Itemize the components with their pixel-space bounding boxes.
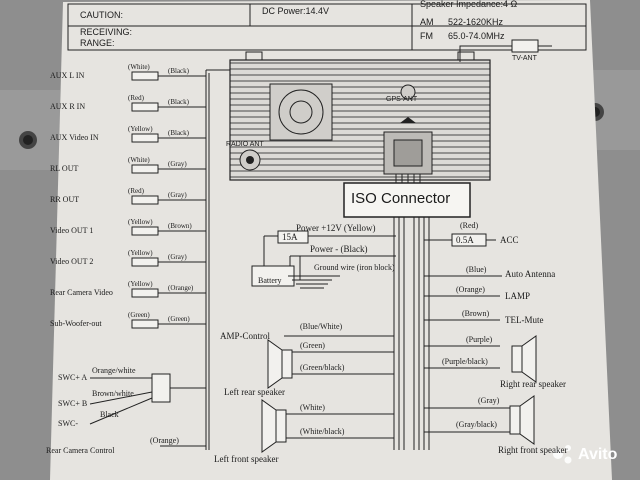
connector-name: AUX L IN [50,71,85,80]
swc-a-label: SWC+ A [58,373,88,382]
rca-plug [131,71,159,81]
iso-connector-box [343,182,471,218]
rca-plug [131,195,159,205]
amp-control-wire: (Blue/White) [300,322,343,331]
left-rear-plus-wire: (Green) [300,341,325,350]
connector-shield-color: (Gray) [168,191,187,199]
rca-plug [131,257,159,267]
rca-plug [131,133,159,143]
connector-name: RR OUT [50,195,80,204]
acc-fuse: 0.5A [456,235,474,245]
connector-shield-color: (Brown) [168,222,192,230]
connector-wire-color: (Yellow) [128,249,153,257]
connector-name: Video OUT 1 [50,226,94,235]
am-label: AM [420,17,434,27]
connector-wire-color: (White) [128,63,150,71]
connector-wire-color: (Green) [128,311,150,319]
power-12v-label: Power +12V (Yellow) [296,223,376,233]
amp-control-label: AMP-Control [220,331,271,341]
connector-wire-color: (Red) [128,187,144,195]
rca-connectors [131,71,206,329]
left-rear-minus-wire: (Green/black) [300,363,345,372]
left-front-speaker-label: Left front speaker [214,454,279,464]
left-front-minus-wire: (White/black) [300,427,345,436]
connector-name: RL OUT [50,164,79,173]
caution-label: CAUTION: [80,10,124,20]
speaker-impedance-label: Speaker Impedance:4 Ω [420,0,518,9]
acc-label: ACC [500,235,519,245]
tv-antenna-lead [459,39,552,62]
connector-name: Video OUT 2 [50,257,94,266]
connector-shield-color: (Gray) [168,253,187,261]
connector-name: Rear Camera Video [50,288,113,297]
fm-label: FM [420,31,433,41]
rear-camera-control-wire: (Orange) [150,436,179,445]
right-rear-plus-wire: (Purple) [466,335,493,344]
rca-plug [131,102,159,112]
fm-range: 65.0-74.0MHz [448,31,505,41]
swc-b-label: SWC+ B [58,399,88,408]
right-front-minus-wire: (Gray/black) [456,420,497,429]
right-rear-speaker-label: Right rear speaker [500,379,566,389]
swc-wiring [89,373,206,447]
rca-plug [131,288,159,298]
power-wiring [251,230,396,289]
rca-plug [131,164,159,174]
iso-connector-label: ISO Connector [351,190,451,207]
connector-shield-color: (Black) [168,98,189,106]
left-front-plus-wire: (White) [300,403,325,412]
radio-ant-label: RADIO ANT [226,141,264,148]
speakers [261,335,537,453]
connector-shield-color: (Black) [168,129,189,137]
power-minus-label: Power - (Black) [310,244,368,254]
receiving-label: RECEIVING: [80,27,133,37]
swc-minus-label: SWC- [58,419,78,428]
connector-wire-color: (Yellow) [128,218,153,226]
battery-label: Battery [258,276,282,285]
ground-wire-label: Ground wire (iron block) [314,263,395,272]
head-unit-rear [229,51,491,181]
mute-color: (Brown) [462,309,490,318]
avito-watermark-logo [553,445,572,464]
connector-name: AUX R IN [50,102,86,111]
fuse-15a: 15A [282,232,298,242]
lamp-label: LAMP [505,291,531,301]
tel-mute-label: TEL-Mute [505,315,544,325]
lamp-color: (Orange) [456,285,485,294]
antenna-color: (Blue) [466,265,487,274]
avito-watermark-text: Avito [578,446,618,463]
rca-plug [131,226,159,236]
left-rear-speaker-label: Left rear speaker [224,387,285,397]
connector-wire-color: (Yellow) [128,280,153,288]
acc-color: (Red) [460,221,479,230]
connector-name: Sub-Woofer-out [50,319,102,328]
connector-shield-color: (Green) [168,315,190,323]
connector-shield-color: (Gray) [168,160,187,168]
connector-wire-color: (Red) [128,94,144,102]
auto-antenna-label: Auto Antenna [505,269,556,279]
rear-camera-control-label: Rear Camera Control [46,446,115,455]
connector-shield-color: (Orange) [168,284,194,292]
gps-ant-label: GPS-ANT [386,96,418,103]
swc-a-wire: Orange/white [92,366,136,375]
header-table [67,3,587,51]
rca-plug [131,319,159,329]
am-range: 522-1620KHz [448,17,504,27]
swc-minus-wire: Black [100,410,119,419]
right-front-plus-wire: (Gray) [478,396,500,405]
right-front-speaker-label: Right front speaker [498,445,568,455]
connector-shield-color: (Black) [168,67,189,75]
right-wiring [284,233,510,439]
connector-wire-color: (Yellow) [128,125,153,133]
dc-power-label: DC Power:14.4V [262,6,330,16]
connector-wire-color: (White) [128,156,150,164]
range-label: RANGE: [80,38,115,48]
tv-ant-label: TV-ANT [512,55,537,62]
right-rear-minus-wire: (Purple/black) [442,357,488,366]
swc-b-wire: Brown/white [92,389,134,398]
connector-name: AUX Video IN [50,133,99,142]
